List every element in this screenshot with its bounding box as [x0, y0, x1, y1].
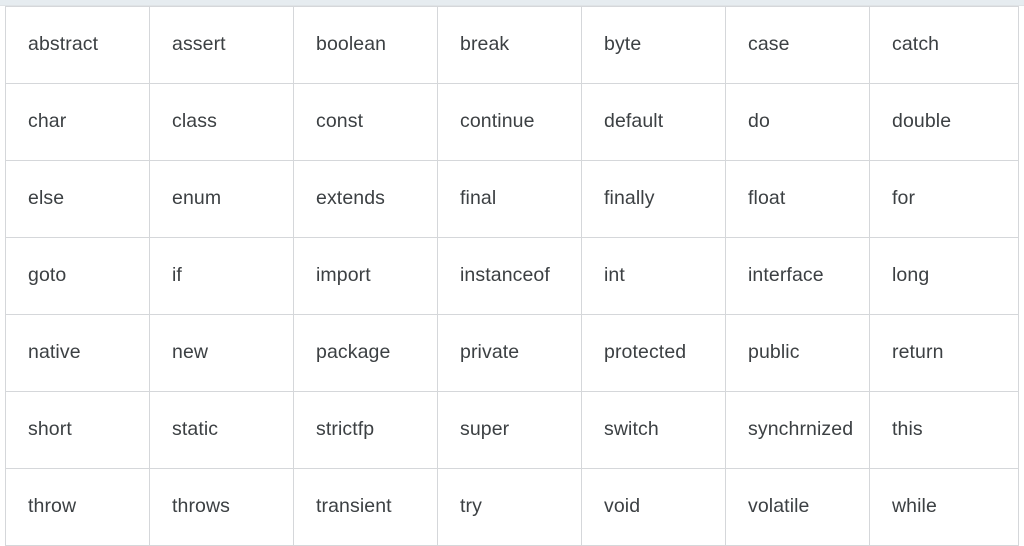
keyword-cell: new — [149, 314, 294, 392]
keyword-cell: double — [869, 83, 1019, 161]
keyword-cell: boolean — [293, 6, 438, 84]
keyword-table-body: abstract assert boolean break byte case … — [5, 6, 1019, 546]
keyword-cell: catch — [869, 6, 1019, 84]
keyword-cell: throws — [149, 468, 294, 546]
keyword-cell: protected — [581, 314, 726, 392]
keyword-cell: break — [437, 6, 582, 84]
keyword-cell: super — [437, 391, 582, 469]
keyword-cell: volatile — [725, 468, 870, 546]
top-band-divider — [0, 5, 1024, 6]
keyword-cell: float — [725, 160, 870, 238]
top-band — [0, 0, 1024, 5]
keyword-cell: goto — [5, 237, 150, 315]
keyword-cell: if — [149, 237, 294, 315]
keyword-cell: return — [869, 314, 1019, 392]
keyword-cell: package — [293, 314, 438, 392]
table-row: short static strictfp super switch synch… — [5, 391, 1019, 469]
keyword-cell: finally — [581, 160, 726, 238]
keyword-cell: do — [725, 83, 870, 161]
keyword-cell: void — [581, 468, 726, 546]
keyword-cell: long — [869, 237, 1019, 315]
keyword-cell: public — [725, 314, 870, 392]
keyword-cell: this — [869, 391, 1019, 469]
keyword-cell: strictfp — [293, 391, 438, 469]
keyword-cell: private — [437, 314, 582, 392]
keyword-cell: try — [437, 468, 582, 546]
keyword-cell: for — [869, 160, 1019, 238]
keyword-cell: char — [5, 83, 150, 161]
keyword-cell: throw — [5, 468, 150, 546]
keyword-cell: native — [5, 314, 150, 392]
keyword-cell: while — [869, 468, 1019, 546]
table-row: abstract assert boolean break byte case … — [5, 6, 1019, 84]
keyword-cell: else — [5, 160, 150, 238]
keyword-cell: class — [149, 83, 294, 161]
keyword-cell: default — [581, 83, 726, 161]
table-row: else enum extends final finally float fo… — [5, 160, 1019, 238]
table-row: goto if import instanceof int interface … — [5, 237, 1019, 315]
keyword-cell: interface — [725, 237, 870, 315]
keyword-cell: enum — [149, 160, 294, 238]
keyword-cell: transient — [293, 468, 438, 546]
keyword-cell: byte — [581, 6, 726, 84]
keyword-cell: abstract — [5, 6, 150, 84]
keyword-cell: static — [149, 391, 294, 469]
keyword-cell: assert — [149, 6, 294, 84]
table-row: native new package private protected pub… — [5, 314, 1019, 392]
keyword-cell: import — [293, 237, 438, 315]
keyword-cell: synchrnized — [725, 391, 870, 469]
keyword-table-container: abstract assert boolean break byte case … — [0, 6, 1024, 546]
keyword-cell: instanceof — [437, 237, 582, 315]
keyword-cell: const — [293, 83, 438, 161]
keyword-cell: case — [725, 6, 870, 84]
keyword-cell: short — [5, 391, 150, 469]
keyword-cell: continue — [437, 83, 582, 161]
java-keyword-table: abstract assert boolean break byte case … — [5, 6, 1019, 546]
table-row: char class const continue default do dou… — [5, 83, 1019, 161]
keyword-cell: switch — [581, 391, 726, 469]
keyword-cell: extends — [293, 160, 438, 238]
keyword-cell: int — [581, 237, 726, 315]
keyword-cell: final — [437, 160, 582, 238]
table-row: throw throws transient try void volatile… — [5, 468, 1019, 546]
